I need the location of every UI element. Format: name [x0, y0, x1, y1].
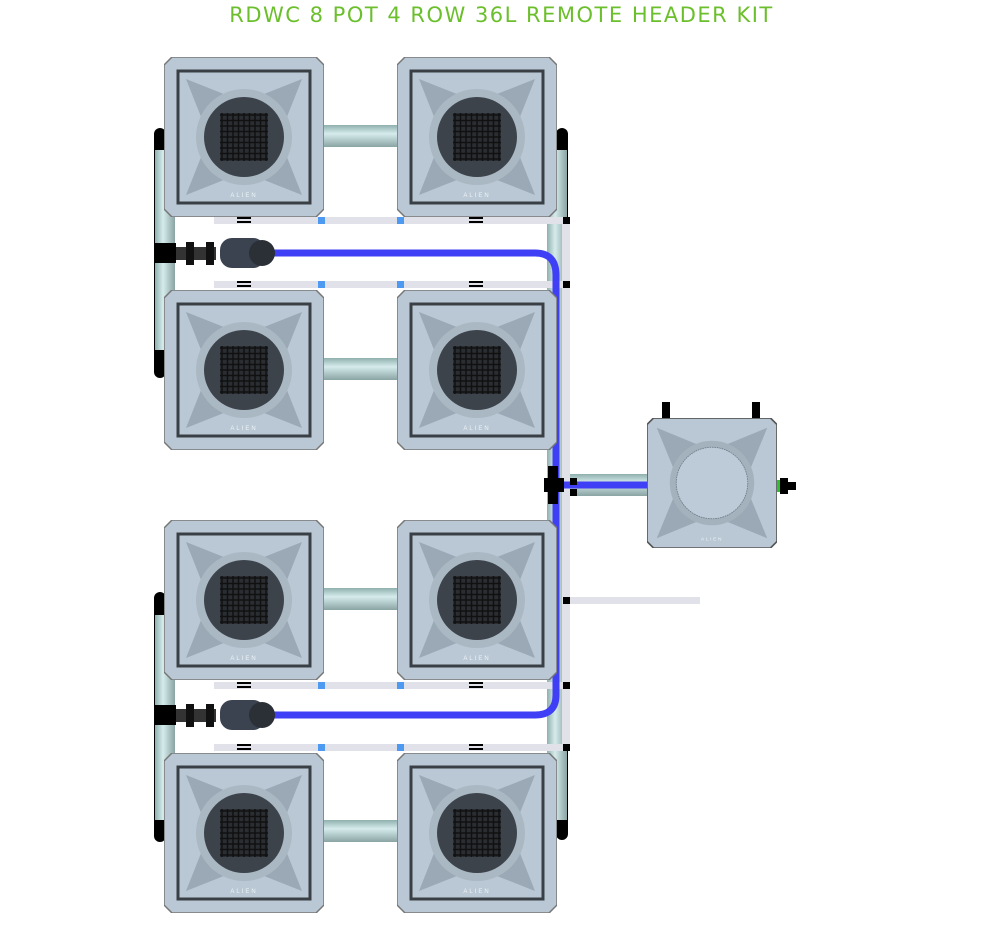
pot-logo: ALIEN — [230, 193, 257, 199]
pump-bottom — [154, 700, 275, 730]
pump-top — [154, 238, 275, 268]
pot-logo: ALIEN — [463, 426, 490, 432]
pot-8: ALIEN — [397, 753, 557, 913]
pot-7: ALIEN — [164, 753, 324, 913]
pot-logo: ALIEN — [230, 889, 257, 895]
pot-logo: ALIEN — [463, 193, 490, 199]
pot-6: ALIEN — [397, 520, 557, 680]
pot-logo: ALIEN — [463, 656, 490, 662]
pot-3: ALIEN — [164, 290, 324, 450]
header-tank: ALIEN — [647, 418, 777, 548]
pot-2: ALIEN — [397, 57, 557, 217]
pot-logo: ALIEN — [463, 889, 490, 895]
header-tank-logo: ALIEN — [701, 537, 723, 543]
pot-4: ALIEN — [397, 290, 557, 450]
page-title: RDWC 8 POT 4 ROW 36L REMOTE HEADER KIT — [229, 3, 774, 27]
pot-5: ALIEN — [164, 520, 324, 680]
pot-logo: ALIEN — [230, 656, 257, 662]
pot-1: ALIEN — [164, 57, 324, 217]
pot-logo: ALIEN — [230, 426, 257, 432]
